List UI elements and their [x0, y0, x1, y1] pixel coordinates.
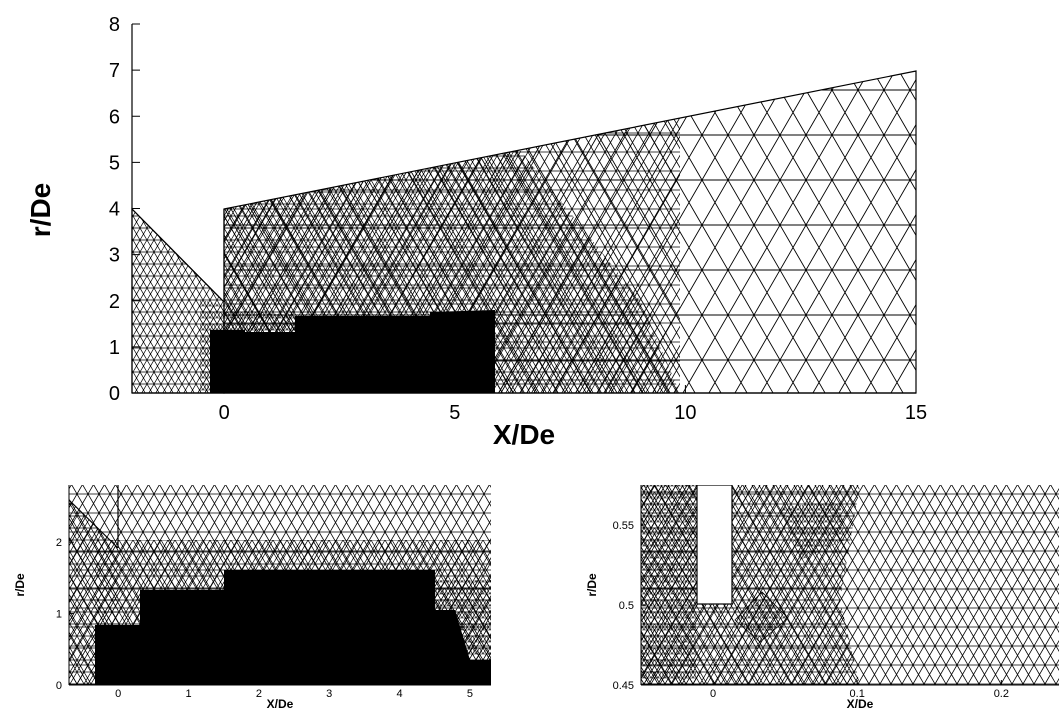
y-tick-label: 0	[56, 680, 62, 692]
x-tick-label: 0.2	[994, 688, 1009, 700]
zoom-2-x-axis-label: X/De	[847, 697, 874, 711]
main-panel: 0 1 2 3 4 5 6 7 8 0 5 10 15 X/De r/De	[25, 14, 927, 450]
main-x-axis-label: X/De	[493, 419, 555, 450]
y-tick-label: 7	[109, 60, 120, 82]
y-tick-label: 5	[109, 152, 120, 174]
main-y-axis-label: r/De	[25, 183, 56, 237]
y-tick-label: 6	[109, 106, 120, 128]
main-y-ticks: 0 1 2 3 4 5 6 7 8	[109, 14, 140, 405]
y-tick-label: 1	[109, 337, 120, 359]
y-tick-label: 1	[56, 608, 62, 620]
zoom-2-x-ticks: 0 0.1 0.2	[710, 680, 1009, 700]
zoom-2-y-axis-label: r/De	[585, 573, 599, 597]
y-tick-label: 0.55	[613, 520, 634, 532]
x-tick-label: 5	[467, 688, 473, 700]
y-tick-label: 2	[56, 537, 62, 549]
x-tick-label: 0	[115, 688, 121, 700]
x-tick-label: 10	[674, 402, 696, 424]
zoom-2-y-ticks: 0.45 0.5 0.55	[613, 520, 646, 692]
main-mesh	[131, 70, 917, 394]
zoom-2-mesh	[641, 485, 1059, 685]
y-tick-label: 3	[109, 245, 120, 267]
zoom-1-x-axis-label: X/De	[267, 697, 294, 711]
zoom-1-x-ticks: 0 1 2 3 4 5	[115, 680, 473, 700]
zoom-1-mesh	[69, 485, 491, 685]
x-tick-label: 0	[219, 402, 230, 424]
y-tick-label: 8	[109, 14, 120, 36]
x-tick-label: 1	[186, 688, 192, 700]
x-tick-label: 2	[256, 688, 262, 700]
main-x-ticks: 0 5 10 15	[219, 385, 927, 424]
x-tick-label: 0	[710, 688, 716, 700]
zoom-panel-2: 0.45 0.5 0.55 0 0.1 0.2 X/De r/De	[585, 485, 1059, 711]
x-tick-label: 15	[905, 402, 927, 424]
x-tick-label: 0.1	[850, 688, 865, 700]
y-tick-label: 0	[109, 383, 120, 405]
y-tick-label: 0.5	[619, 600, 634, 612]
x-tick-label: 3	[326, 688, 332, 700]
zoom-panel-1: 0 1 2 0 1 2 3 4 5 X/De r/De	[13, 485, 491, 711]
x-tick-label: 5	[449, 402, 460, 424]
y-tick-label: 4	[109, 199, 120, 221]
zoom-1-y-axis-label: r/De	[13, 573, 27, 597]
y-tick-label: 0.45	[613, 680, 634, 692]
y-tick-label: 2	[109, 291, 120, 313]
x-tick-label: 4	[397, 688, 403, 700]
zoom-1-y-ticks: 0 1 2	[56, 537, 74, 692]
